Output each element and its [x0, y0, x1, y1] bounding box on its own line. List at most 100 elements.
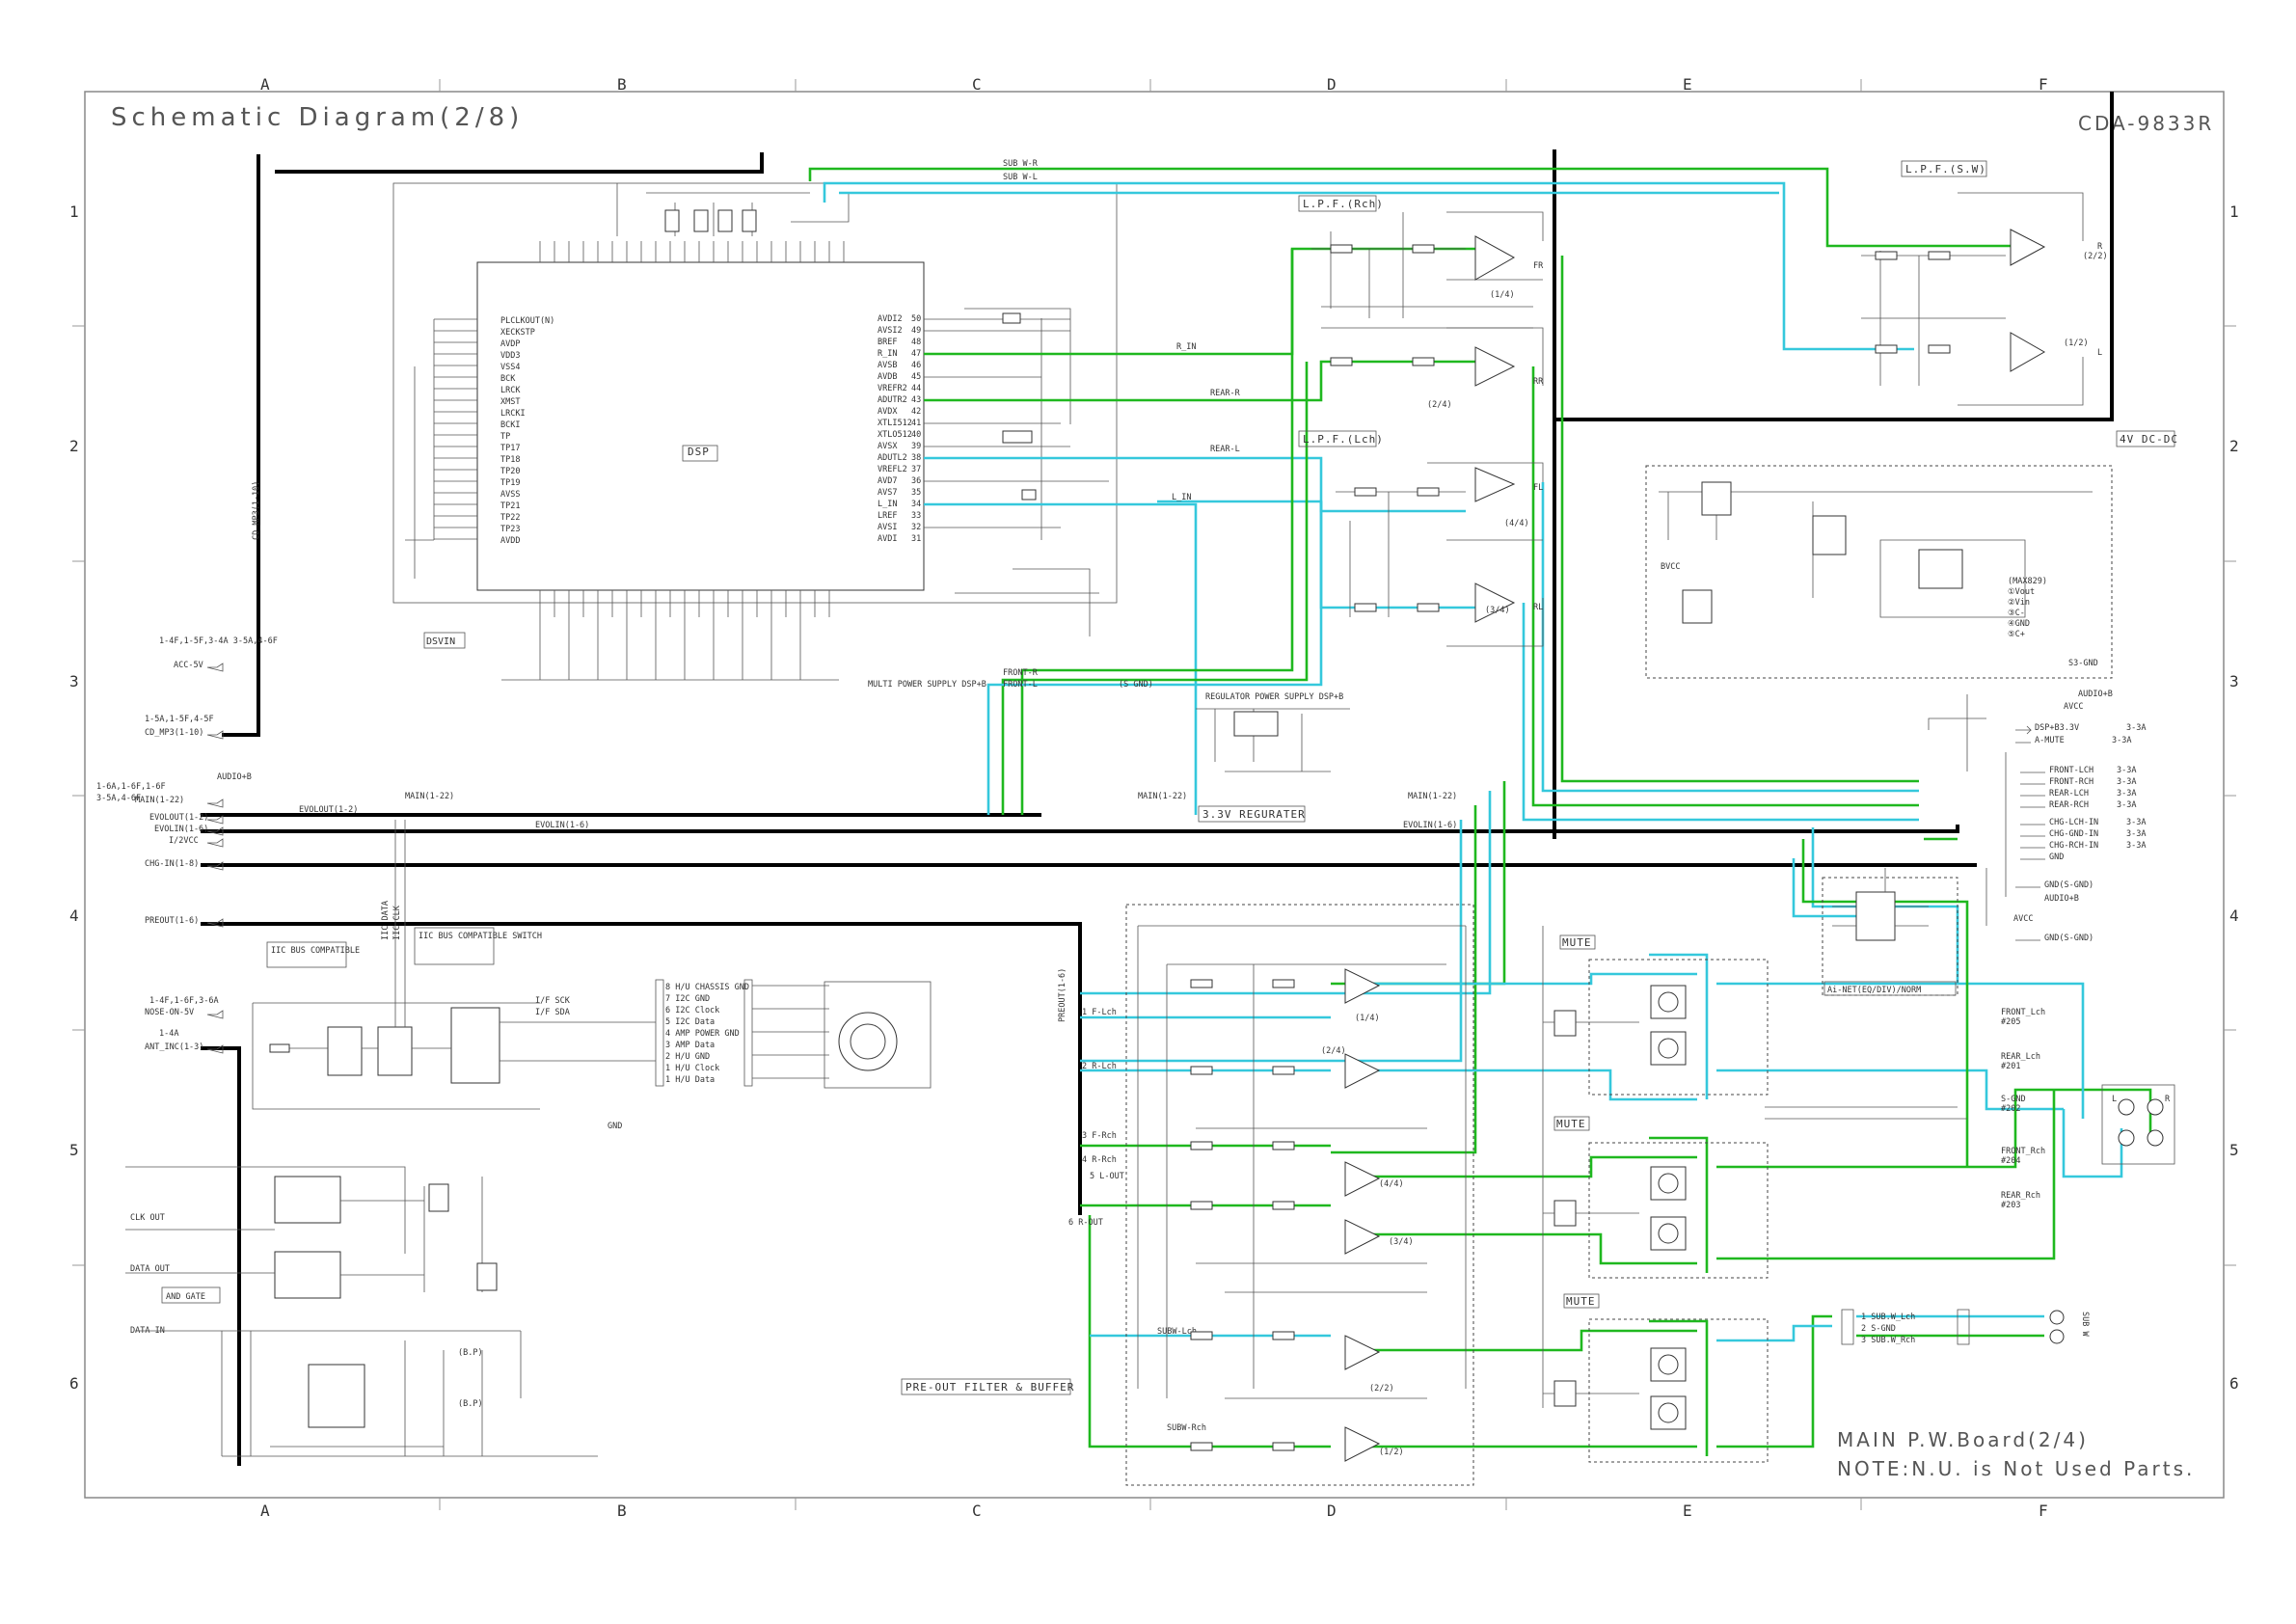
preout-block: PRE-OUT FILTER & BUFFER 1 F-Lch 2 R-Lch …: [901, 904, 1474, 1486]
svg-text:DATA OUT: DATA OUT: [130, 1264, 170, 1274]
svg-text:38: 38: [911, 453, 921, 463]
svg-text:REAR_Rch: REAR_Rch: [2001, 1191, 2040, 1201]
svg-text:L: L: [2112, 1095, 2117, 1104]
svg-text:EVOLIN(1-6): EVOLIN(1-6): [154, 825, 208, 834]
dsp-pin-r12: AVSX: [878, 442, 898, 451]
dsp-pin-l20: AVDD: [500, 536, 520, 546]
svg-text:47: 47: [911, 349, 921, 359]
svg-text:3-3A: 3-3A: [2117, 766, 2136, 775]
dsp-pin-r5: AVSB: [878, 361, 897, 370]
grid-col-a: A: [260, 75, 270, 94]
svg-text:50: 50: [911, 314, 921, 324]
grid-rows-left: 1 2 3 4 5 6: [69, 203, 79, 1393]
grid-row-3: 3: [69, 672, 79, 690]
dcdc-pin-list: (MAX829) ①Vout ②Vin ③C- ④GND ⑤C+: [2008, 577, 2047, 639]
dsp-right-pins: AVDI2 AVSI2 BREF R_IN AVSB AVDB VREFR2 A…: [878, 314, 912, 544]
footnote: NOTE:N.U. is Not Used Parts.: [1837, 1457, 2195, 1480]
svg-text:①Vout: ①Vout: [2008, 587, 2035, 597]
svg-text:ACC-5V: ACC-5V: [174, 661, 203, 670]
grid-col-f-b: F: [2039, 1502, 2048, 1520]
svg-text:3-5A,4-6F: 3-5A,4-6F: [96, 794, 141, 803]
board-name: MAIN P.W.Board(2/4): [1837, 1428, 2089, 1451]
svg-text:3-3A: 3-3A: [2126, 829, 2146, 839]
svg-text:#202: #202: [2001, 1104, 2020, 1114]
svg-text:(1/4): (1/4): [1355, 1014, 1380, 1023]
svg-text:4 R-Rch: 4 R-Rch: [1082, 1155, 1117, 1165]
sheet-border: [84, 91, 2225, 1499]
svg-text:32: 32: [911, 523, 921, 532]
svg-text:MUTE: MUTE: [1566, 1295, 1596, 1308]
svg-text:S3-GND: S3-GND: [2068, 659, 2098, 668]
dsp-pin-l13: TP18: [500, 455, 520, 465]
svg-text:S-GND: S-GND: [2001, 1095, 2026, 1104]
svg-text:3-3A: 3-3A: [2117, 777, 2136, 787]
svg-text:3-3A: 3-3A: [2126, 818, 2146, 827]
svg-text:46: 46: [911, 361, 921, 370]
svg-text:AVCC: AVCC: [2013, 914, 2033, 924]
svg-text:(4/4): (4/4): [1379, 1179, 1404, 1189]
svg-text:#203: #203: [2001, 1201, 2020, 1210]
svg-text:BVCC: BVCC: [1661, 562, 1680, 572]
dsp-pin-l7: LRCK: [500, 386, 521, 395]
svg-text:ANT_INC(1-3): ANT_INC(1-3): [145, 1042, 203, 1052]
svg-text:FRONT_Rch: FRONT_Rch: [2001, 1147, 2045, 1156]
svg-text:R_IN: R_IN: [1176, 342, 1196, 352]
dsp-pin-r13: ADUTL2: [878, 453, 907, 463]
svg-text:6 I2C Clock: 6 I2C Clock: [665, 1006, 719, 1015]
svg-text:SUB W-L: SUB W-L: [1003, 173, 1038, 182]
cd-mp3-vertical: CD_MP3(1-10): [252, 481, 261, 540]
svg-text:REAR-LCH: REAR-LCH: [2049, 789, 2089, 798]
grid-columns-top: A B C D E F: [260, 75, 2048, 94]
dsp-pin-l3: AVDP: [500, 339, 520, 349]
grid-row-1: 1: [69, 203, 79, 221]
dsp-pin-r7: VREFR2: [878, 384, 907, 393]
svg-text:FRONT-RCH: FRONT-RCH: [2049, 777, 2093, 787]
svg-text:SUBW-Rch: SUBW-Rch: [1167, 1423, 1206, 1433]
svg-text:MUTE: MUTE: [1562, 936, 1592, 949]
lpf-sw-label: L.P.F.(S.W): [1905, 163, 1986, 176]
grid-col-b: B: [617, 75, 627, 94]
svg-text:AND GATE: AND GATE: [166, 1292, 205, 1302]
svg-text:FR: FR: [1533, 261, 1544, 271]
svg-text:3-3A: 3-3A: [2117, 800, 2136, 810]
svg-text:SUBW-Lch: SUBW-Lch: [1157, 1327, 1197, 1337]
svg-text:1-4A: 1-4A: [159, 1029, 178, 1039]
svg-text:FRONT-L: FRONT-L: [1003, 680, 1038, 690]
svg-text:AVCC: AVCC: [2064, 702, 2083, 712]
power-buses: [201, 92, 2114, 1466]
svg-text:REGULATOR POWER SUPPLY DSP+B: REGULATOR POWER SUPPLY DSP+B: [1205, 692, 1343, 702]
svg-text:2 R-Lch: 2 R-Lch: [1082, 1062, 1117, 1071]
svg-text:2 S-GND: 2 S-GND: [1861, 1324, 1896, 1334]
grid-col-b-b: B: [617, 1502, 627, 1520]
svg-text:GND(S-GND): GND(S-GND): [2044, 880, 2093, 890]
svg-text:36: 36: [911, 476, 921, 486]
dsvin-label: DSVIN: [426, 636, 455, 647]
svg-text:R: R: [2097, 242, 2103, 252]
mute-blocks: MUTE MUTE MUTE: [1542, 926, 1769, 1463]
svg-text:(3/4): (3/4): [1485, 606, 1510, 615]
svg-text:AUDIO+B: AUDIO+B: [2078, 690, 2113, 699]
svg-text:IIC DATA: IIC DATA: [381, 901, 391, 940]
dsp-pin-r11: XTLO512: [878, 430, 912, 440]
regulator-block: 3.3V REGURATER: [1196, 708, 1350, 823]
svg-text:FL: FL: [1533, 483, 1543, 493]
svg-text:4 AMP POWER GND: 4 AMP POWER GND: [665, 1029, 740, 1039]
svg-text:CHG-IN(1-8): CHG-IN(1-8): [145, 859, 199, 869]
svg-text:3 AMP Data: 3 AMP Data: [665, 1041, 715, 1050]
dsp-pin-l14: TP20: [500, 467, 520, 476]
svg-text:3-3A: 3-3A: [2117, 789, 2136, 798]
grid-col-a-b: A: [260, 1502, 270, 1520]
svg-text:1-4F,1-5F,3-4A 3-5A,4-6F: 1-4F,1-5F,3-4A 3-5A,4-6F: [159, 636, 278, 646]
grid-col-c: C: [972, 75, 982, 94]
svg-text:(3/4): (3/4): [1389, 1237, 1414, 1247]
svg-text:EVOLIN(1-6): EVOLIN(1-6): [535, 821, 589, 830]
dsp-pin-r1: AVDI2: [878, 314, 903, 324]
svg-text:41: 41: [911, 419, 921, 428]
dsp-right-pin-numbers: 50 49 48 47 46 45 44 43 42 41 40 39 38 3…: [911, 314, 921, 544]
svg-text:1-4F,1-6F,3-6A: 1-4F,1-6F,3-6A: [149, 996, 219, 1006]
svg-text:IIC CLK: IIC CLK: [392, 905, 402, 940]
svg-text:(2/2): (2/2): [1369, 1384, 1394, 1394]
svg-text:35: 35: [911, 488, 921, 498]
svg-text:40: 40: [911, 430, 921, 440]
svg-text:L: L: [2097, 348, 2102, 358]
